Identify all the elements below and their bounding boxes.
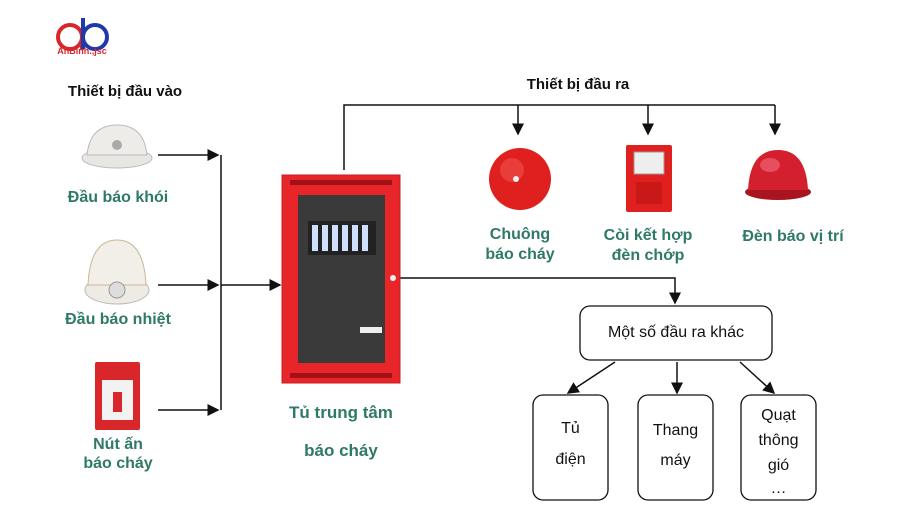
call-point-label-2: báo cháy xyxy=(83,455,153,472)
heat-detector-label: Đầu báo nhiệt xyxy=(65,311,171,328)
fan-line-2: thông xyxy=(758,432,799,449)
output-boxes xyxy=(532,305,817,501)
connector-lines xyxy=(158,104,781,416)
bell-label-2: báo cháy xyxy=(485,246,555,263)
call-point-label-1: Nút ấn xyxy=(93,436,143,453)
logo-text: AnBinh.,jsc xyxy=(57,46,107,56)
panel-box-line-2: điện xyxy=(555,451,586,468)
elevator-line-1: Thang xyxy=(652,422,699,439)
fire-alarm-panel-icon xyxy=(281,174,401,384)
panel-label-2: báo cháy xyxy=(304,441,378,460)
inputs-title: Thiết bị đầu vào xyxy=(67,83,183,100)
fan-line-4: … xyxy=(770,480,787,497)
strobe-label-1: Còi kết hợp xyxy=(603,227,693,244)
bell-label-1: Chuông xyxy=(489,226,551,243)
fire-bell-icon xyxy=(489,148,551,210)
other-outputs-title: Một số đầu ra khác xyxy=(607,324,745,341)
beacon-label: Đèn báo vị trí xyxy=(742,228,844,245)
smoke-detector-icon xyxy=(81,124,153,169)
beacon-light-icon xyxy=(745,150,811,200)
horn-strobe-icon xyxy=(626,145,672,212)
heat-detector-icon xyxy=(84,239,150,305)
fan-line-3: gió xyxy=(767,457,790,474)
outputs-title: Thiết bị đầu ra xyxy=(526,76,630,93)
logo xyxy=(56,18,109,51)
panel-label-1: Tủ trung tâm xyxy=(289,403,393,422)
panel-box-line-1: Tủ xyxy=(561,420,580,437)
elevator-line-2: máy xyxy=(660,452,691,469)
fan-line-1: Quạt xyxy=(761,407,796,424)
manual-call-point-icon xyxy=(95,362,140,430)
strobe-label-2: đèn chớp xyxy=(611,247,685,264)
smoke-detector-label: Đầu báo khói xyxy=(67,189,169,206)
